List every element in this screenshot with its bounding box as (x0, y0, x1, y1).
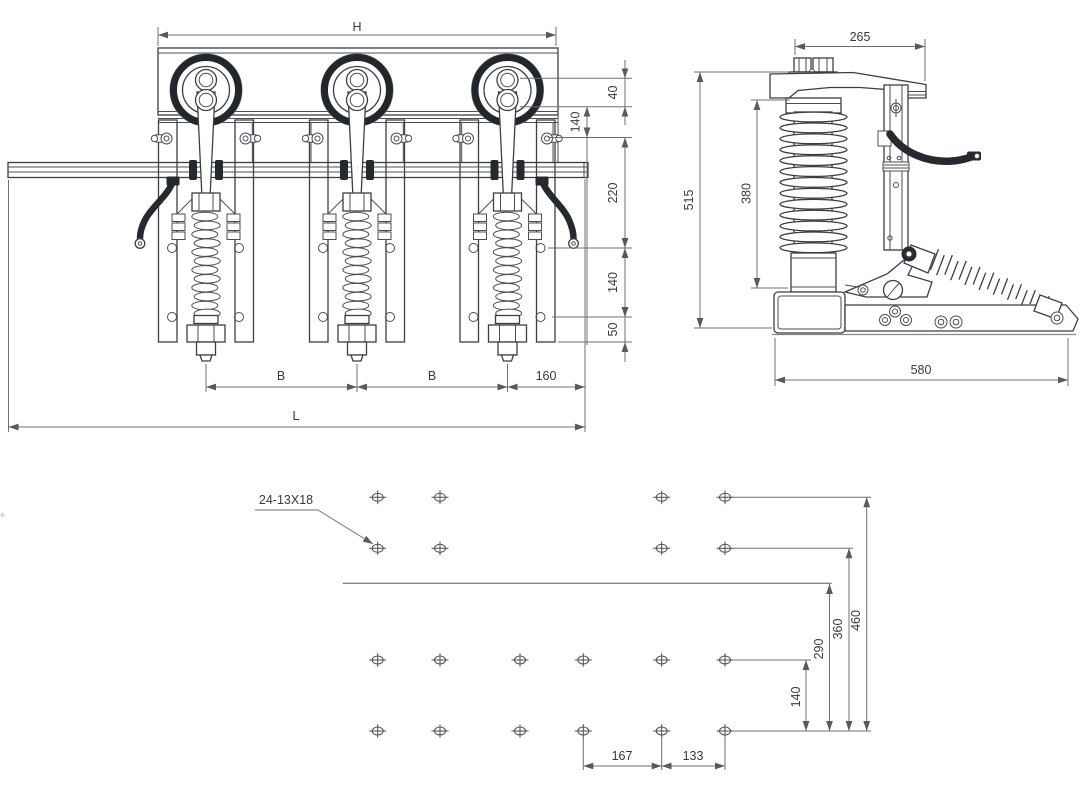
side-spring-coil (929, 248, 1050, 310)
bottom-spacing-dimensions: 167 133 (582, 737, 726, 770)
mounting-hole (716, 490, 734, 505)
hole-note-label: 24-13X18 (259, 493, 313, 507)
spring-coil-tick (972, 266, 981, 285)
base-bolts (879, 305, 1064, 329)
dim-label-140-top: 140 (569, 112, 583, 133)
spring-coil-tick (978, 272, 987, 291)
dim-label-h: H (352, 20, 361, 34)
mounting-hole (652, 490, 671, 505)
mounting-hole (652, 541, 671, 556)
mounting-hole (716, 541, 734, 556)
mounting-hole (368, 652, 387, 668)
mounting-hole (431, 723, 449, 739)
dim-label-50: 50 (606, 323, 620, 337)
support-channel (877, 84, 910, 251)
mounting-hole (652, 652, 671, 668)
mounting-hole (511, 723, 529, 739)
spring-coil-tick (929, 248, 940, 271)
spring-coil-tick (950, 260, 959, 281)
insulator-sheds (779, 111, 848, 254)
dim-label-140-mid: 140 (606, 272, 620, 293)
spring-coil-tick (1006, 284, 1015, 301)
pole-assembly (472, 54, 544, 324)
spring-coil-tick (935, 254, 945, 276)
dim-label-360: 360 (831, 619, 845, 640)
dim-label-290: 290 (812, 639, 826, 660)
dim-label-140-bottom: 140 (789, 687, 803, 708)
dim-label-40: 40 (606, 86, 620, 100)
spring-coil-tick (958, 260, 967, 280)
mounting-hole (431, 652, 449, 668)
spring-coil-tick (964, 266, 973, 286)
bottom-right-dimensions: 140 290 360 460 (733, 496, 871, 732)
mounting-hole (652, 723, 671, 739)
spring-coil-tick (1000, 278, 1009, 295)
front-view: H 40 140 220 140 50 (7, 20, 632, 432)
right-earth-cable (535, 176, 579, 249)
spring-coil-tick (1015, 284, 1023, 300)
bottom-view: 24-13X18 140 290 360 460 (0, 490, 871, 770)
pole-assembly (170, 54, 242, 324)
dim-label-133: 133 (683, 749, 704, 763)
dim-label-l: L (293, 409, 300, 423)
dim-label-265: 265 (850, 30, 871, 44)
dim-label-460: 460 (849, 610, 863, 631)
spring-coil-tick (1020, 289, 1028, 305)
dim-label-167: 167 (612, 749, 633, 763)
mounting-hole (574, 652, 593, 668)
mounting-hole (431, 490, 449, 505)
mounting-hole (368, 723, 387, 739)
dim-label-b2: B (428, 369, 436, 383)
base-frame (772, 291, 1079, 336)
spring-coil-tick (992, 278, 1001, 296)
pole-assembly (321, 54, 393, 324)
front-bottom-dimensions: B B 160 L (8, 179, 586, 432)
mounting-hole (431, 541, 449, 556)
dim-label-220: 220 (606, 183, 620, 204)
terminal-bolt (812, 57, 834, 73)
side-dimensions: 265 515 380 580 (682, 30, 1069, 386)
dim-label-380: 380 (740, 183, 754, 204)
spring-coil-tick (944, 254, 953, 275)
front-right-dimensions: 40 140 220 140 50 (520, 60, 632, 362)
dim-label-b1: B (277, 369, 285, 383)
side-earth-cable (886, 130, 981, 165)
dim-label-160: 160 (536, 369, 557, 383)
terminal-bolt (793, 57, 812, 73)
side-view: 265 515 380 580 (682, 30, 1079, 386)
mounting-hole (574, 723, 593, 739)
dim-h: H (157, 20, 557, 46)
mounting-hole (716, 723, 734, 739)
operating-lever (842, 244, 936, 301)
mounting-hole (511, 652, 529, 668)
mounting-hole (368, 490, 387, 505)
hole-note: 24-13X18 (255, 493, 374, 545)
dim-label-580: 580 (911, 363, 932, 377)
mounting-hole (716, 652, 734, 668)
insulator-column (779, 97, 848, 293)
left-earth-cable (134, 176, 180, 249)
operating-rail (7, 161, 589, 179)
edge-artifact (0, 512, 5, 518)
spring-coil-tick (986, 272, 995, 290)
spring-coil-tick (1029, 289, 1036, 305)
hole-pattern (368, 490, 734, 739)
dim-label-515: 515 (682, 190, 696, 211)
